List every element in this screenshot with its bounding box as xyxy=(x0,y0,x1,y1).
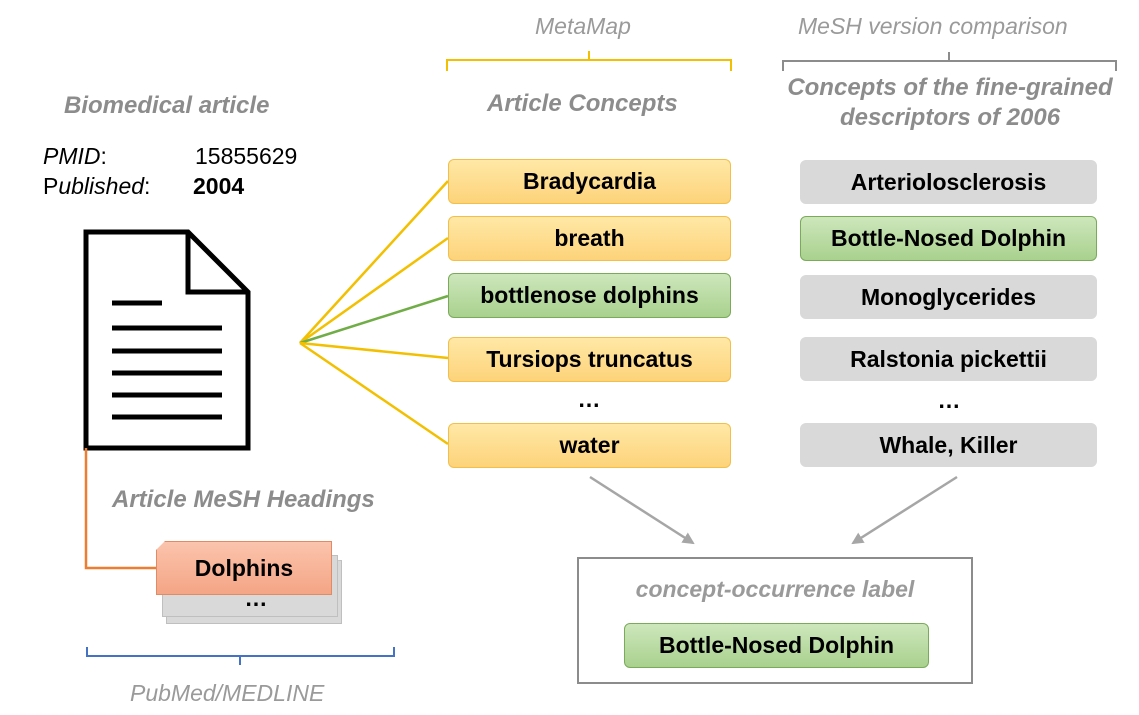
descriptors-title-line2: descriptors of 2006 xyxy=(839,104,1061,131)
descriptor-monoglycerides: Monoglycerides xyxy=(800,275,1097,319)
descriptor-ellipsis: … xyxy=(937,387,961,413)
mesh-headings-title: Article MeSH Headings xyxy=(112,486,375,513)
concept-occurrence-value: Bottle-Nosed Dolphin xyxy=(624,623,929,668)
metamap-caption: MetaMap xyxy=(535,13,631,39)
fan-line-bottlenose xyxy=(299,294,449,345)
descriptor-ralstonia-pickettii: Ralstonia pickettii xyxy=(800,337,1097,381)
descriptor-arteriolosclerosis: Arteriolosclerosis xyxy=(800,160,1097,204)
article-concepts-title: Article Concepts xyxy=(487,90,678,117)
mesh-version-caption: MeSH version comparison xyxy=(798,13,1068,39)
descriptor-bottle-nosed-dolphin: Bottle-Nosed Dolphin xyxy=(800,216,1097,261)
fan-line-bradycardia xyxy=(299,180,449,344)
metamap-brace xyxy=(446,51,732,71)
concept-ellipsis: … xyxy=(577,386,601,412)
descriptor-whale-killer: Whale, Killer xyxy=(800,423,1097,467)
concept-bottlenose-dolphins: bottlenose dolphins xyxy=(448,273,731,318)
concept-breath: breath xyxy=(448,216,731,261)
fan-line-tursiops xyxy=(299,341,449,360)
published-label: Published: xyxy=(43,173,151,199)
concept-water: water xyxy=(448,423,731,468)
concept-occurrence-title: concept-occurrence label xyxy=(635,576,915,602)
concept-bradycardia: Bradycardia xyxy=(448,159,731,204)
fan-line-water xyxy=(299,341,449,446)
descriptors-title-line1: Concepts of the fine-grained xyxy=(787,74,1113,101)
arrow-from-descriptors xyxy=(851,475,958,545)
pmid-value: 15855629 xyxy=(195,143,298,169)
concept-tursiops-truncatus: Tursiops truncatus xyxy=(448,337,731,382)
fan-line-breath xyxy=(299,236,449,345)
concept-occurrence-panel: concept-occurrence label Bottle-Nosed Do… xyxy=(577,557,973,684)
arrow-from-concepts xyxy=(589,475,695,545)
pmid-label: PMID: xyxy=(43,143,107,169)
published-value: 2004 xyxy=(193,173,245,199)
mesh-heading-dolphins: Dolphins xyxy=(156,541,332,595)
document-icon xyxy=(83,229,251,451)
pubmed-brace xyxy=(86,647,395,665)
pubmed-caption: PubMed/MEDLINE xyxy=(130,680,325,706)
concept-fan-lines xyxy=(299,180,449,446)
article-title: Biomedical article xyxy=(64,92,270,119)
mesh-heading-connector xyxy=(84,448,158,570)
mesh-version-brace xyxy=(782,52,1117,71)
